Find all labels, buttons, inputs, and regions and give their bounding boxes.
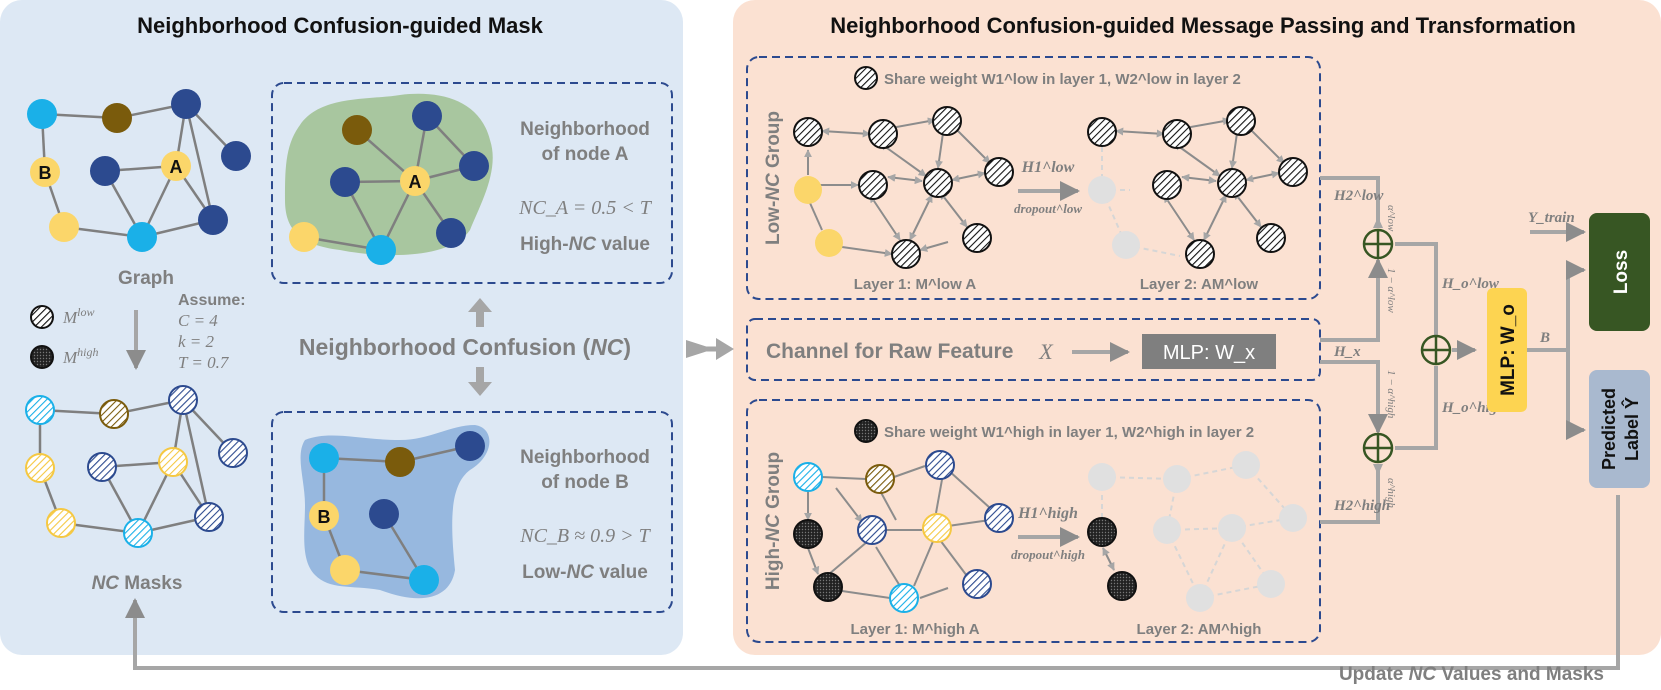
high-layer1-nodes: [793, 450, 1014, 613]
right-panel-bg: [733, 0, 1661, 655]
low-layer1-label: Layer 1: M^low A: [854, 276, 977, 293]
loss-box: [1589, 213, 1650, 331]
mlp-x-label: MLP: W_x: [1163, 342, 1255, 364]
neighborhood-a-region: [285, 93, 493, 256]
right-panel-title: Neighborhood Confusion-guided Message Pa…: [830, 13, 1576, 38]
alpha-high-label: α^high: [1385, 478, 1397, 508]
high-l2-dark-node-1: [1087, 517, 1117, 547]
h1-high-label: H1^high: [1017, 505, 1078, 522]
high-nc-group-label: High-NC Group: [763, 452, 784, 590]
one-minus-alpha-high-label: 1 − α^high: [1385, 370, 1397, 419]
low-layer1-edges: [804, 117, 991, 257]
m-low-legend-label: Mlow: [62, 305, 95, 327]
box-a-nodes: [289, 101, 489, 265]
assume-k: k = 2: [178, 332, 215, 351]
assume-t: T = 0.7: [178, 353, 230, 372]
node-b-label: B: [39, 163, 52, 183]
mlp-o-label: MLP: W_o: [1498, 304, 1519, 396]
high-layer1-edges: [804, 465, 991, 599]
h2-low-label: H2^low: [1333, 188, 1384, 204]
ho-low-label: H_o^low: [1441, 276, 1500, 292]
neighborhood-b-box: [271, 411, 673, 613]
high-layer2-label: Layer 2: AM^high: [1137, 621, 1262, 638]
box-b-value-label: Low-NC value: [522, 562, 648, 583]
update-nc-label: Update NC Values and Masks: [1339, 664, 1604, 685]
loss-label: Loss: [1611, 250, 1632, 294]
m-high-legend-icon: [30, 345, 54, 369]
low-l1-yellow-node-1: [794, 176, 822, 204]
dropout-high-label: dropout^high: [1011, 547, 1085, 562]
node-a-label: A: [170, 157, 183, 177]
low-l2-faded-node-1: [1088, 176, 1116, 204]
share-high-text: Share weight W1^high in layer 1, W2^high…: [884, 424, 1254, 441]
share-low-text: Share weight W1^low in layer 1, W2^low i…: [884, 71, 1241, 88]
low-layer2-label: Layer 2: AM^low: [1140, 276, 1259, 293]
high-l1-dark-node-1: [793, 519, 823, 549]
m-low-legend-icon: [30, 305, 54, 329]
predicted-text: Predicted: [1599, 388, 1619, 470]
left-panel-title: Neighborhood Confusion-guided Mask: [137, 13, 544, 38]
box-a-value-label: High-NC value: [520, 234, 650, 255]
low-l2-faded-node-2: [1112, 231, 1140, 259]
low-nc-group-label: Low-NC Group: [763, 111, 784, 245]
box-b-title-line2: of node B: [541, 472, 629, 493]
high-layer2-faded-nodes: [1088, 451, 1307, 612]
alpha-low-label: α^low: [1385, 205, 1397, 232]
high-combine-arrow-tip: [1373, 464, 1383, 475]
high-l1-dark-node-2: [813, 572, 843, 602]
low-combine-arrow-tip: [1373, 217, 1383, 228]
low-l1-yellow-node-2: [815, 229, 843, 257]
box-a-title-line1: Neighborhood: [520, 119, 650, 140]
box-a-title-line2: of node A: [542, 144, 629, 165]
neighborhood-a-box: [271, 82, 673, 284]
raw-feature-channel-label: Channel for Raw Feature: [766, 340, 1013, 363]
label-yhat-text: Label Ŷ: [1621, 397, 1642, 461]
assume-c: C = 4: [178, 311, 218, 330]
low-layer2-nodes: [1087, 106, 1308, 269]
graph-label: Graph: [118, 268, 174, 289]
masked-graph-nodes: [25, 385, 248, 548]
box-b-nodes: [309, 431, 485, 595]
box-b-node-b-label: B: [318, 507, 331, 527]
box-b-title-line1: Neighborhood: [520, 447, 650, 468]
hx-label: H_x: [1333, 344, 1361, 360]
panel-arrow-tip: [716, 338, 734, 360]
one-minus-alpha-low-label: 1 − α^low: [1385, 268, 1397, 313]
assume-title: Assume:: [178, 292, 246, 309]
y-train-label: Y_train: [1528, 210, 1575, 226]
predicted-label-box: [1589, 370, 1650, 488]
share-low-icon: [854, 66, 878, 90]
m-high-legend-label: Mhigh: [62, 345, 99, 367]
high-layer1-label: Layer 1: M^high A: [850, 621, 979, 638]
dropout-low-label: dropout^low: [1014, 201, 1082, 216]
share-high-icon: [854, 419, 878, 443]
nc-masks-label: NC Masks: [92, 573, 183, 594]
original-graph-nodes: [27, 89, 251, 252]
down-arrow-b: [468, 367, 492, 396]
b-label: B: [1539, 330, 1550, 346]
h2-high-label: H2^high: [1333, 498, 1390, 514]
high-l2-dark-node-2: [1107, 571, 1137, 601]
h1-low-label: H1^low: [1021, 159, 1075, 176]
box-a-nc-equation: NC_A = 0.5 < T: [518, 197, 653, 219]
up-arrow: [468, 298, 492, 327]
x-label: X: [1038, 339, 1054, 364]
combination-flow-lines: [125, 176, 1620, 670]
mlp-o-box: [1487, 288, 1527, 412]
mlp-x-box: [1142, 334, 1276, 369]
low-layer1-nodes: [793, 106, 1014, 269]
box-b-nc-equation: NC_B ≈ 0.9 > T: [519, 525, 651, 547]
raw-feature-channel-box: [746, 318, 1321, 381]
box-a-node-a-label: A: [409, 172, 422, 192]
high-l2-edge: [1102, 547, 1115, 571]
nc-center-label: Neighborhood Confusion (NC): [299, 334, 631, 360]
